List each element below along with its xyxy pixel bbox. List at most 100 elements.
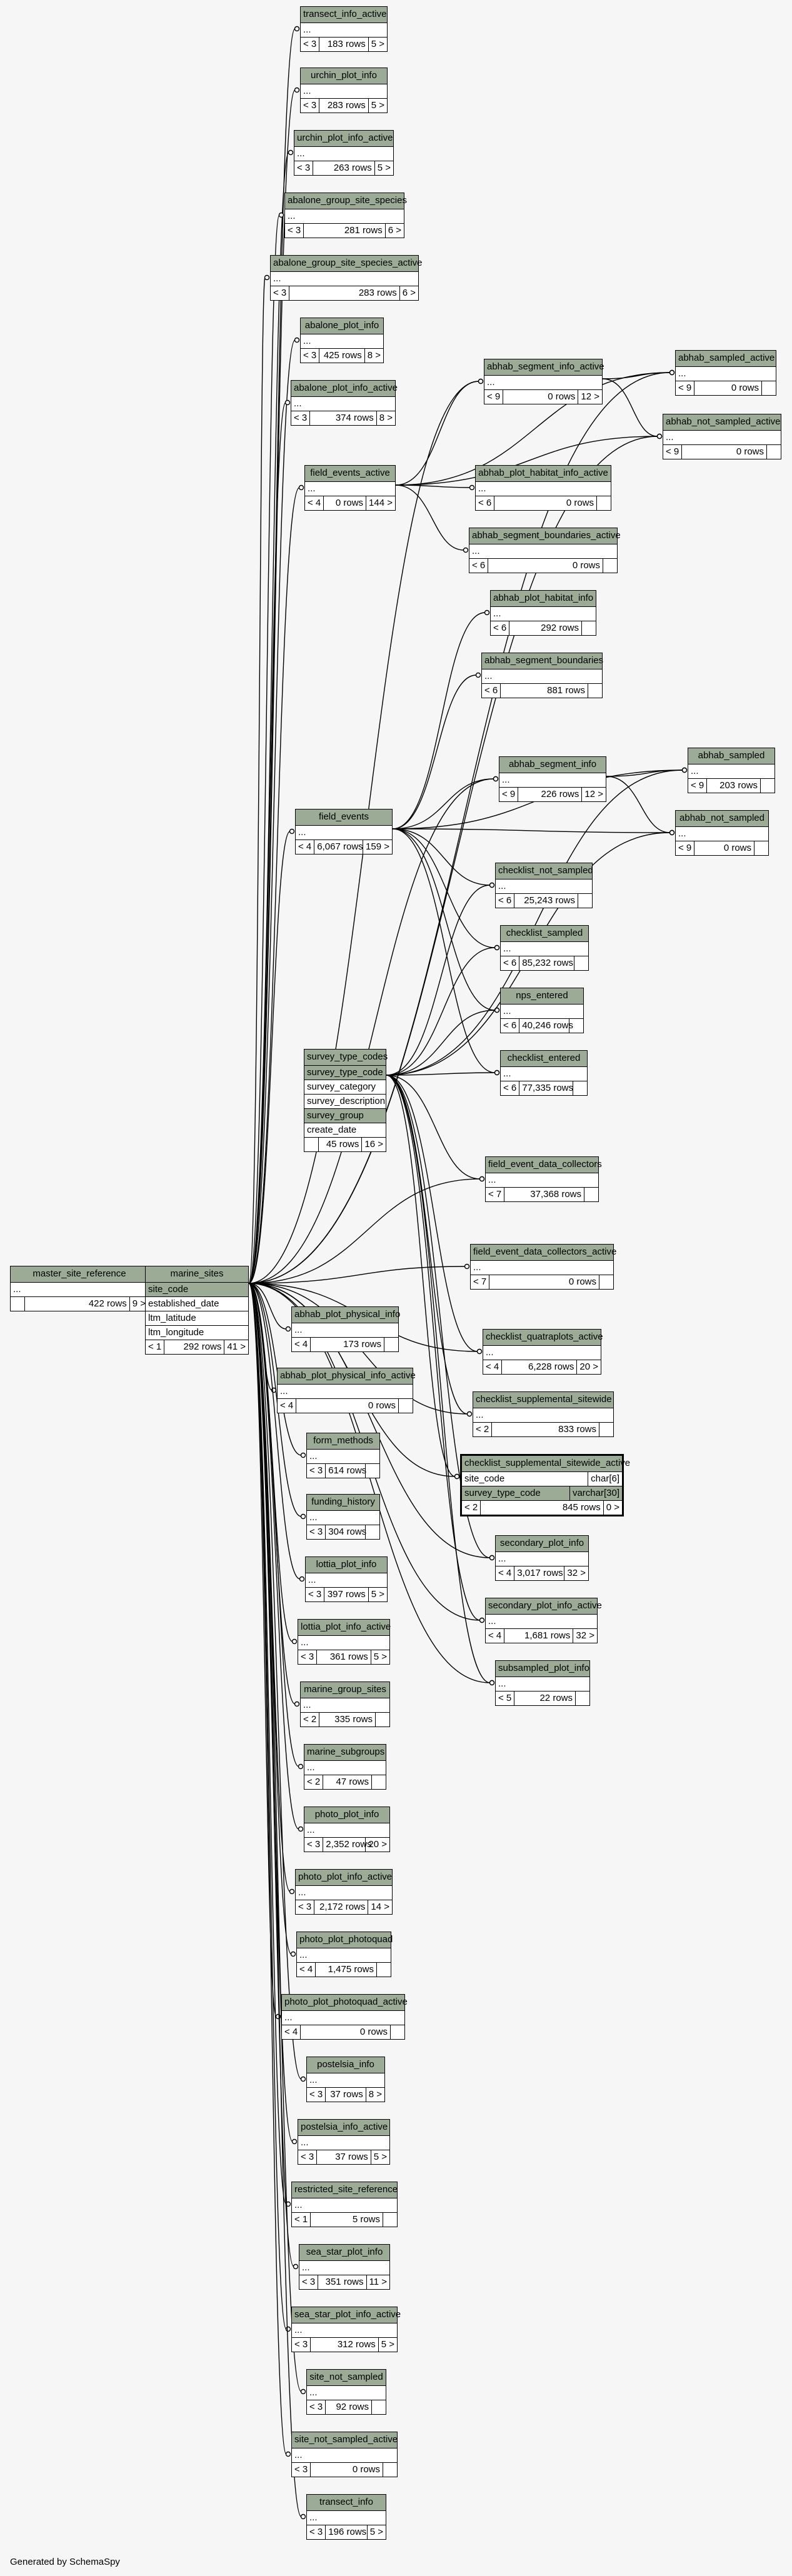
table-column[interactable]: ... <box>486 1615 597 1629</box>
table-name[interactable]: abhab_sampled <box>688 748 774 764</box>
table-name[interactable]: photo_plot_photoquad_active <box>282 1995 408 2011</box>
table-column[interactable]: ... <box>499 773 606 788</box>
table-name[interactable]: restricted_site_reference <box>292 2182 398 2198</box>
table-column[interactable]: ... <box>483 1346 601 1360</box>
table-name[interactable]: funding_history <box>307 1495 379 1511</box>
table-name[interactable]: abalone_group_site_species_active <box>271 256 423 272</box>
table-name[interactable]: lottia_plot_info_active <box>298 1620 391 1636</box>
table-name[interactable]: postelsia_info_active <box>298 2120 389 2136</box>
table-column[interactable]: ... <box>496 880 592 894</box>
table-name[interactable]: abhab_not_sampled_active <box>663 414 781 431</box>
table-name[interactable]: sea_star_plot_info_active <box>292 2307 401 2323</box>
table-column[interactable]: ... <box>305 482 395 496</box>
table-column[interactable]: ... <box>298 1636 389 1650</box>
table-column[interactable]: ... <box>282 2011 404 2025</box>
table-column[interactable]: ... <box>292 2323 397 2338</box>
table-name[interactable]: site_not_sampled <box>307 2370 386 2386</box>
table-name[interactable]: checklist_entered <box>501 1051 587 1067</box>
table-name[interactable]: transect_info_active <box>301 7 387 23</box>
table-column[interactable]: site_code <box>146 1283 248 1297</box>
table-name[interactable]: checklist_supplemental_sitewide_active <box>462 1456 630 1472</box>
table-column[interactable]: ... <box>307 2073 384 2088</box>
table-column[interactable]: ... <box>663 431 781 445</box>
table-column[interactable]: ... <box>301 84 387 99</box>
table-name[interactable]: secondary_plot_info_active <box>486 1598 602 1615</box>
table-name[interactable]: field_event_data_collectors <box>486 1157 602 1173</box>
table-column[interactable]: ... <box>473 1408 613 1423</box>
table-name[interactable]: subsampled_plot_info <box>496 1661 589 1677</box>
table-column[interactable]: established_date <box>146 1297 248 1311</box>
table-column[interactable]: survey_description <box>304 1095 386 1109</box>
table-name[interactable]: abhab_segment_boundaries <box>482 653 603 669</box>
table-column[interactable]: ... <box>307 2386 386 2400</box>
table-column[interactable]: ... <box>292 2448 397 2463</box>
table-name[interactable]: urchin_plot_info_active <box>294 131 393 147</box>
table-column[interactable]: ... <box>11 1283 148 1297</box>
table-column[interactable]: ... <box>496 1552 588 1566</box>
table-column[interactable]: ... <box>291 397 395 411</box>
table-column[interactable]: ... <box>292 2198 397 2213</box>
table-name[interactable]: abhab_plot_habitat_info_active <box>476 466 611 482</box>
table-name[interactable]: survey_type_codes <box>304 1050 388 1066</box>
table-column[interactable]: ltm_latitude <box>146 1311 248 1326</box>
table-name[interactable]: checklist_supplemental_sitewide <box>473 1392 613 1408</box>
table-name[interactable]: field_event_data_collectors_active <box>471 1245 616 1261</box>
table-column[interactable]: survey_category <box>304 1080 386 1095</box>
table-column[interactable]: ltm_longitude <box>146 1326 248 1340</box>
table-name[interactable]: abhab_plot_physical_info <box>292 1307 400 1323</box>
table-column[interactable]: ... <box>301 1698 389 1713</box>
table-column[interactable]: ... <box>491 607 596 621</box>
table-name[interactable]: checklist_not_sampled <box>496 863 593 880</box>
table-name[interactable]: postelsia_info <box>307 2057 384 2073</box>
table-column[interactable]: ... <box>486 1173 598 1188</box>
table-column[interactable]: ... <box>482 669 602 684</box>
table-name[interactable]: checklist_sampled <box>501 926 588 942</box>
table-name[interactable]: master_site_reference <box>11 1266 148 1283</box>
table-column[interactable]: ... <box>278 1385 413 1399</box>
table-name[interactable]: abhab_segment_info <box>499 757 606 773</box>
table-name[interactable]: abhab_not_sampled <box>676 811 768 827</box>
table-column[interactable]: survey_type_code <box>304 1066 386 1080</box>
table-column[interactable]: create_date <box>304 1123 386 1138</box>
table-column[interactable]: ... <box>676 827 768 841</box>
table-column[interactable]: ... <box>501 1005 583 1019</box>
table-column[interactable]: ... <box>307 2511 386 2525</box>
table-column[interactable]: ... <box>271 272 418 286</box>
table-name[interactable]: form_methods <box>307 1433 379 1450</box>
table-column[interactable]: ... <box>297 1948 391 1963</box>
table-column[interactable]: ... <box>469 544 617 559</box>
table-name[interactable]: sea_star_plot_info <box>299 2245 389 2261</box>
table-column[interactable]: ... <box>304 1761 386 1775</box>
table-name[interactable]: secondary_plot_info <box>496 1536 588 1552</box>
